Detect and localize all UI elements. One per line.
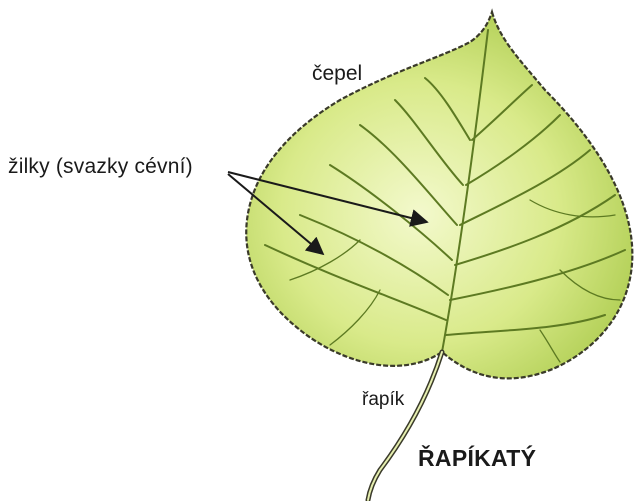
petiole-label: řapík	[362, 389, 404, 411]
veins-label: žilky (svazky cévní)	[8, 155, 193, 179]
blade-label: čepel	[312, 62, 362, 86]
leaf-petiole	[368, 352, 442, 500]
leaf-type-title: ŘAPÍKATÝ	[418, 445, 536, 472]
